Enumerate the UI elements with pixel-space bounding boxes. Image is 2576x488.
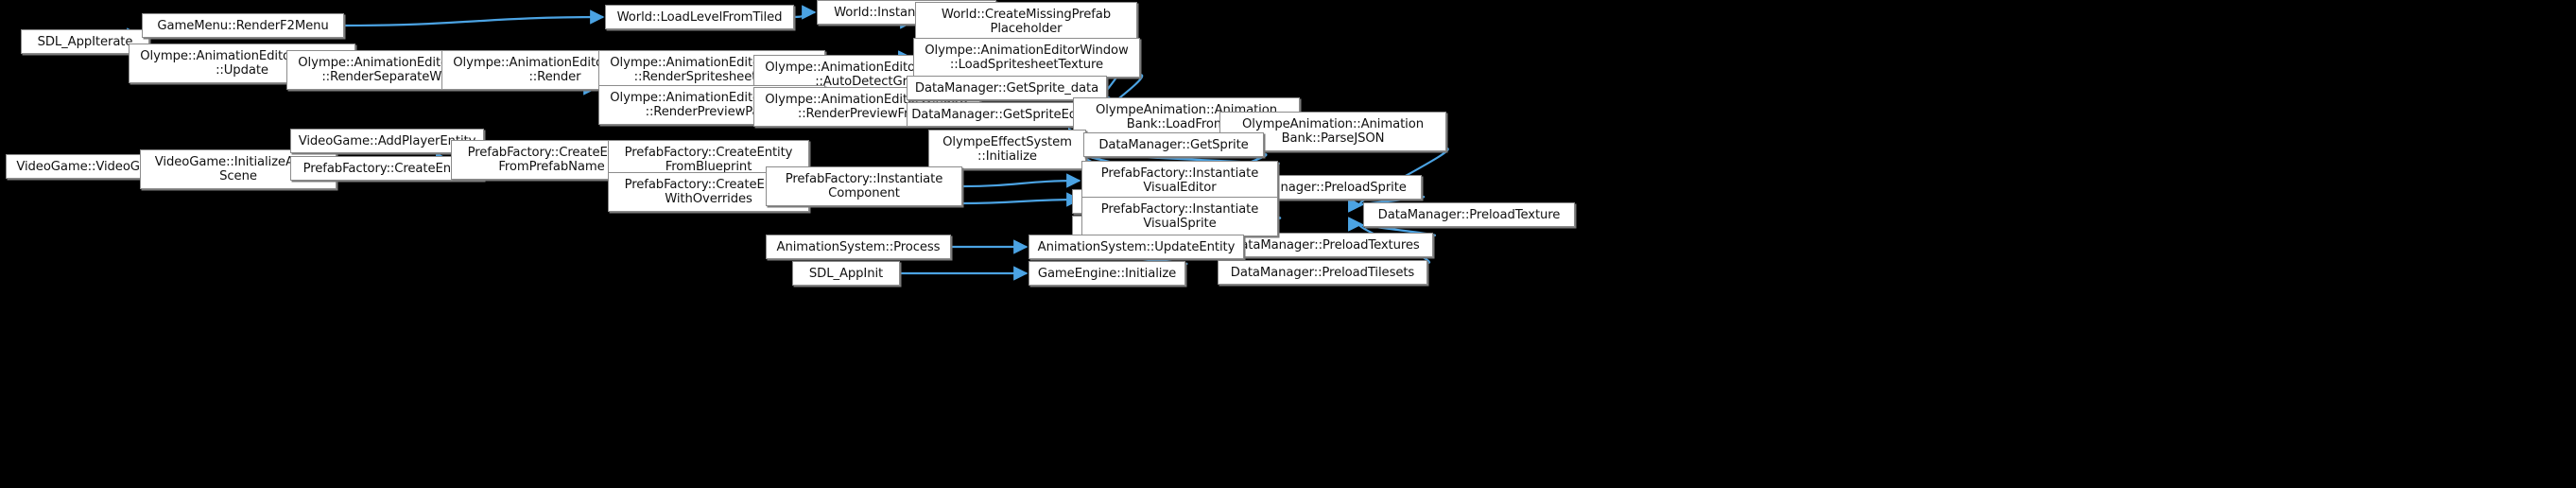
graph-node-sdl_appinit[interactable]: SDL_AppInit — [792, 261, 900, 286]
graph-node-aew_loadspritesheettexture[interactable]: Olympe::AnimationEditorWindow ::LoadSpri… — [913, 38, 1140, 78]
graph-node-animsystem_updateentity[interactable]: AnimationSystem::UpdateEntity — [1029, 235, 1244, 259]
graph-node-pf_instantiatevisualsprite[interactable]: PrefabFactory::Instantiate VisualSprite — [1081, 197, 1278, 236]
graph-node-dm_preloadtexture[interactable]: DataManager::PreloadTexture — [1363, 202, 1575, 227]
graph-node-gamemenu_renderf2menu[interactable]: GameMenu::RenderF2Menu — [142, 13, 344, 38]
graph-node-pf_instantiatevisualeditor[interactable]: PrefabFactory::Instantiate VisualEditor — [1081, 161, 1278, 200]
graph-node-dm_preloadtilesets[interactable]: DataManager::PreloadTilesets — [1218, 260, 1427, 285]
graph-node-world_createmissingprefab[interactable]: World::CreateMissingPrefab Placeholder — [915, 2, 1137, 42]
graph-node-gameengine_initialize[interactable]: GameEngine::Initialize — [1029, 261, 1185, 286]
edge-gamemenu_renderf2menu-to-world_loadlevelfromtiled — [343, 9, 605, 27]
graph-node-dm_getsprite[interactable]: DataManager::GetSprite — [1083, 132, 1264, 157]
edge-pf_instantiatecomponent-to-pf_instantiatevisualsprite — [961, 192, 1081, 207]
graph-node-pf_instantiatecomponent[interactable]: PrefabFactory::Instantiate Component — [766, 166, 962, 206]
edge-world_loadlevelfromtiled-to-world_instantiateentity — [793, 5, 817, 20]
graph-node-olympeeffectsystem_init[interactable]: OlympeEffectSystem ::Initialize — [928, 130, 1086, 169]
graph-node-animsystem_process[interactable]: AnimationSystem::Process — [766, 235, 951, 259]
graph-node-world_loadlevelfromtiled[interactable]: World::LoadLevelFromTiled — [605, 5, 794, 29]
edge-pf_instantiatecomponent-to-pf_instantiatevisualeditor — [961, 173, 1081, 188]
